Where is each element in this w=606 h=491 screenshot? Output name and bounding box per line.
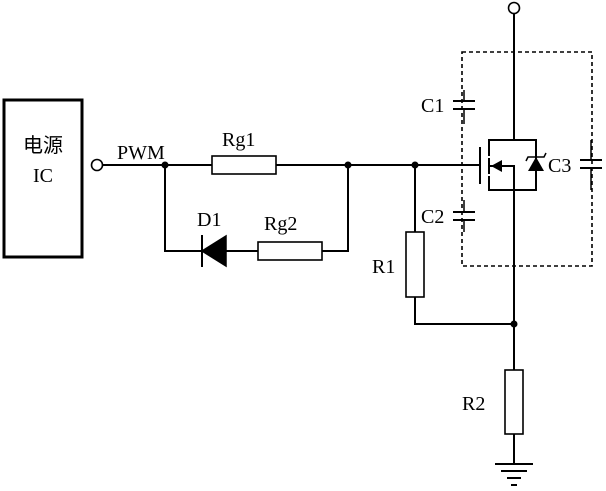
ic-label-line2: IC bbox=[33, 165, 53, 187]
capacitor-c3 bbox=[580, 140, 602, 190]
rg1-label: Rg1 bbox=[222, 129, 255, 151]
capacitor-c1 bbox=[453, 90, 475, 124]
wires bbox=[102, 12, 515, 463]
resistor-r1 bbox=[405, 231, 425, 298]
ic-label-line1: 电源 bbox=[23, 133, 63, 157]
r1-label: R1 bbox=[372, 256, 395, 278]
rg2-label: Rg2 bbox=[264, 213, 297, 235]
junction-dots bbox=[161, 161, 518, 328]
mosfet-symbol bbox=[479, 139, 547, 191]
power-ic: 电源 IC bbox=[2, 98, 84, 259]
resistor-rg1 bbox=[211, 155, 277, 175]
resistor-rg2 bbox=[257, 241, 323, 261]
c1-label: C1 bbox=[421, 95, 444, 117]
c3-label: C3 bbox=[548, 155, 571, 177]
diode-d1 bbox=[200, 234, 227, 268]
supply-terminal bbox=[507, 1, 521, 15]
c2-label: C2 bbox=[421, 206, 444, 228]
pwm-terminal bbox=[90, 158, 104, 172]
d1-label: D1 bbox=[197, 209, 221, 231]
r2-label: R2 bbox=[462, 393, 485, 415]
resistor-r2 bbox=[504, 369, 524, 435]
capacitor-c2 bbox=[453, 200, 475, 232]
pwm-label: PWM bbox=[117, 142, 165, 164]
mosfet-package-boundary bbox=[461, 51, 593, 267]
ground-symbol bbox=[495, 463, 533, 486]
